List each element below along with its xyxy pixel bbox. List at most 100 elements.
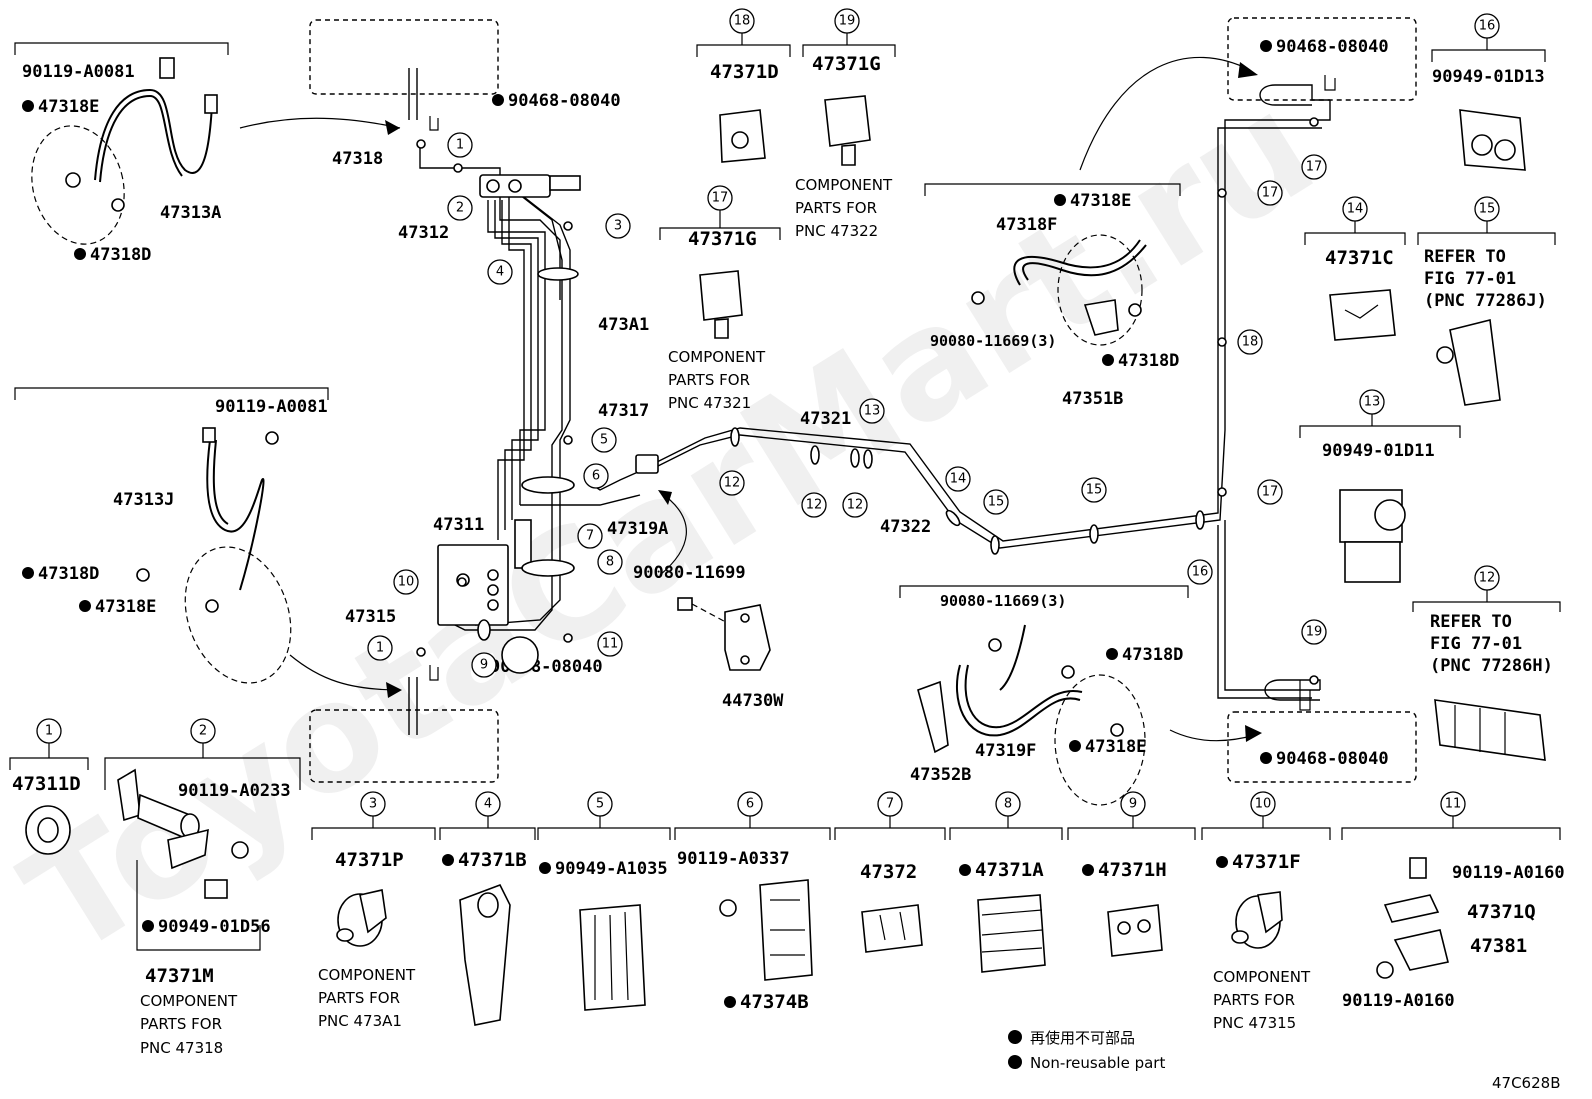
callout-circle bbox=[1187, 559, 1213, 585]
label-47315: 47315 bbox=[345, 607, 396, 627]
bottom-row-callouts: 1 47311D 2 90119-A0233 90949-01D56 47371… bbox=[9, 565, 1565, 1057]
part-label-47371C: 47371C bbox=[1325, 247, 1394, 269]
callout-number: 7 bbox=[886, 797, 894, 812]
callout-circle bbox=[393, 569, 419, 595]
callout-number: 15 bbox=[1086, 483, 1103, 498]
part-label-90949-A1035: 90949-A1035 bbox=[555, 859, 668, 879]
callout-circle bbox=[859, 398, 885, 424]
legend: 再使用不可部品 Non-reusable part bbox=[1008, 1029, 1165, 1072]
callout-number: 4 bbox=[484, 797, 492, 812]
note-47371P-2: PARTS FOR bbox=[318, 989, 400, 1007]
part-label-47374B: 47374B bbox=[740, 991, 809, 1013]
callout-circle bbox=[1257, 479, 1283, 505]
label-47319A: 47319A bbox=[607, 519, 668, 539]
callout-number: 4 bbox=[496, 265, 504, 280]
callout-number: 19 bbox=[839, 14, 856, 29]
gasket-label-tr-2: 47318D bbox=[1118, 351, 1179, 371]
callout-number: 16 bbox=[1479, 19, 1496, 34]
clip-label-bottom-right: 90468-08040 bbox=[1276, 749, 1389, 769]
hose-group-mid-left: 90119-A0081 47313J 47318D 47318E bbox=[14, 387, 402, 698]
callout-circle bbox=[1301, 619, 1327, 645]
part-label-47371P: 47371P bbox=[335, 849, 404, 871]
callout-number: 7 bbox=[586, 529, 594, 544]
label-47317: 47317 bbox=[598, 401, 649, 421]
bracket-label-br: 47352B bbox=[910, 765, 971, 785]
callout-circle bbox=[1257, 180, 1283, 206]
hose-label-tl: 47313A bbox=[160, 203, 221, 223]
bolt-label-br: 90080-11669(3) bbox=[940, 592, 1066, 610]
callout-number: 8 bbox=[1004, 797, 1012, 812]
detail-box-top-right bbox=[1227, 17, 1417, 101]
hose-group-bottom-right: 90080-11669(3) 47318D 47319F 47318E 4735… bbox=[899, 585, 1189, 806]
callout-circle bbox=[983, 489, 1009, 515]
part-label-90949-01D13: 90949-01D13 bbox=[1432, 67, 1545, 87]
note-47371F-3: PNC 47315 bbox=[1213, 1014, 1296, 1032]
bolt-label-tr: 90080-11669(3) bbox=[930, 332, 1056, 350]
part-label-47371Q: 47371Q bbox=[1467, 901, 1536, 923]
callout-number: 17 bbox=[712, 191, 729, 206]
callout-circle bbox=[471, 652, 497, 678]
label-473A1: 473A1 bbox=[598, 315, 649, 335]
note-15-1: REFER TO bbox=[1424, 247, 1506, 267]
hose-group-top-right: 47318E 47318F 90080-11669(3) 47318D 4735… bbox=[924, 183, 1181, 409]
callout-number: 8 bbox=[606, 555, 614, 570]
hose-label-ml: 47313J bbox=[113, 490, 174, 510]
note-47371P-1: COMPONENT bbox=[318, 966, 416, 984]
clip-label-top-right: 90468-08040 bbox=[1276, 37, 1389, 57]
note-47371P-3: PNC 473A1 bbox=[318, 1012, 402, 1030]
label-47321: 47321 bbox=[800, 409, 851, 429]
callout-circle bbox=[447, 132, 473, 158]
gasket-label-ml-2: 47318E bbox=[95, 597, 156, 617]
note-47371M-2: PARTS FOR bbox=[140, 1015, 222, 1033]
part-label-47372: 47372 bbox=[860, 861, 917, 883]
callout-number: 11 bbox=[1445, 797, 1462, 812]
callout-circle bbox=[945, 466, 971, 492]
note-47371F-2: PARTS FOR bbox=[1213, 991, 1295, 1009]
hose-group-top-left: 90119-A0081 47318E 47318D 47313A bbox=[14, 42, 401, 265]
callout-number: 14 bbox=[950, 472, 967, 487]
gasket-label-tl-2: 47318D bbox=[90, 245, 151, 265]
legend-jp: 再使用不可部品 bbox=[1030, 1029, 1135, 1047]
callout-circle bbox=[1081, 477, 1107, 503]
callout-number: 3 bbox=[614, 219, 622, 234]
callout-number: 12 bbox=[724, 476, 741, 491]
callout-number: 5 bbox=[600, 433, 608, 448]
callout-number: 12 bbox=[806, 498, 823, 513]
callout-circle bbox=[447, 195, 473, 221]
label-47322: 47322 bbox=[880, 517, 931, 537]
gasket-label-br-1: 47318D bbox=[1122, 645, 1183, 665]
part-label-90119-A0233: 90119-A0233 bbox=[178, 781, 291, 801]
detail-box-bottom-right bbox=[1227, 711, 1417, 783]
part-label-47381: 47381 bbox=[1470, 935, 1527, 957]
bracket-44730W bbox=[658, 490, 771, 671]
callout-circle bbox=[591, 427, 617, 453]
note-17-1: COMPONENT bbox=[668, 348, 766, 366]
note-17-3: PNC 47321 bbox=[668, 394, 751, 412]
clip-label-top: 90468-08040 bbox=[508, 91, 621, 111]
callout-number: 9 bbox=[480, 658, 488, 673]
part-label-47371H: 47371H bbox=[1098, 859, 1167, 881]
callout-circle bbox=[842, 492, 868, 518]
callout-number: 17 bbox=[1306, 160, 1323, 175]
callout-number: 5 bbox=[596, 797, 604, 812]
part-label-90119-A0160-a: 90119-A0160 bbox=[1452, 863, 1565, 883]
callout-circle bbox=[367, 635, 393, 661]
note-12-3: (PNC 77286H) bbox=[1430, 656, 1553, 676]
callout-number: 14 bbox=[1347, 202, 1364, 217]
callout-number: 2 bbox=[199, 724, 207, 739]
bolt-label-ml: 90119-A0081 bbox=[215, 397, 328, 417]
callout-number: 18 bbox=[1242, 335, 1259, 350]
part-label-47371G-17: 47371G bbox=[688, 228, 757, 250]
note-47371M-3: PNC 47318 bbox=[140, 1039, 223, 1057]
callout-number: 1 bbox=[376, 641, 384, 656]
gasket-label-ml-1: 47318D bbox=[38, 564, 99, 584]
callout-circle bbox=[605, 213, 631, 239]
gasket-label-tl-1: 47318E bbox=[38, 97, 99, 117]
callout-number: 1 bbox=[456, 138, 464, 153]
part-label-47371G-19: 47371G bbox=[812, 53, 881, 75]
label-90080-11699: 90080-11699 bbox=[633, 563, 746, 583]
callout-number: 6 bbox=[746, 797, 754, 812]
label-44730W: 44730W bbox=[722, 691, 784, 711]
label-47318: 47318 bbox=[332, 149, 383, 169]
